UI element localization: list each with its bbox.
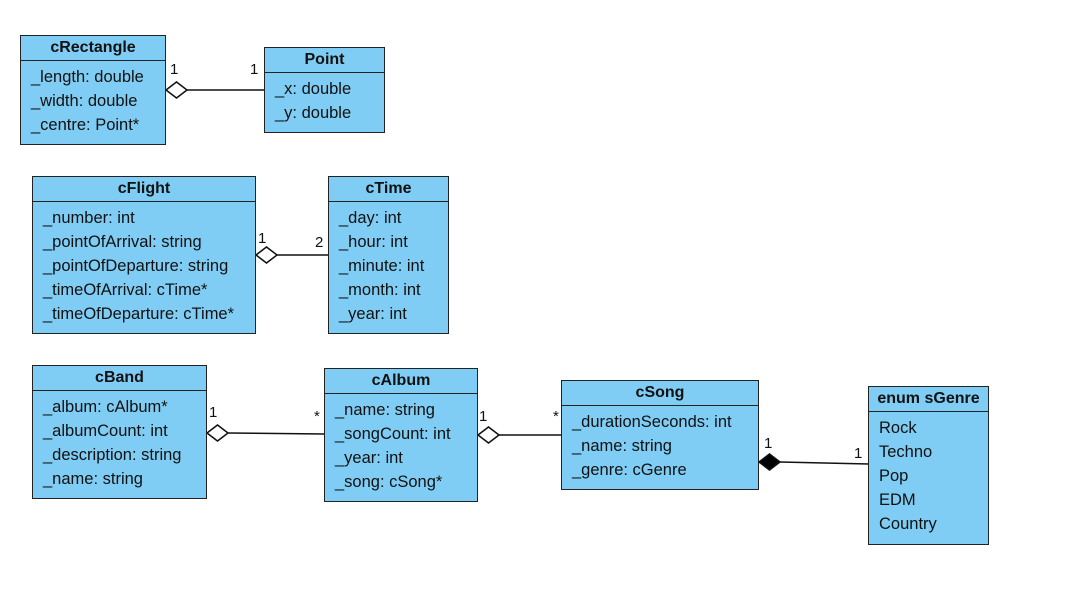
class-cflight[interactable]: cFlight _number: int _pointOfArrival: st…	[32, 176, 256, 334]
enum-value: Pop	[879, 467, 909, 485]
class-name: cFlight	[33, 177, 255, 202]
class-name: cTime	[329, 177, 448, 202]
association-line-cband-calbum[interactable]	[227, 432, 326, 435]
attribute: _hour: int	[339, 233, 408, 251]
attribute: _length: double	[31, 68, 144, 86]
attribute: _songCount: int	[335, 425, 451, 443]
attribute: _centre: Point*	[31, 116, 140, 134]
multiplicity-csong-many: *	[553, 408, 559, 425]
attribute: _name: string	[43, 470, 143, 488]
attribute: _albumCount: int	[43, 422, 168, 440]
multiplicity-point: 1	[250, 61, 258, 78]
aggregation-diamond-cflight	[254, 246, 279, 264]
multiplicity-cflight: 1	[258, 230, 266, 247]
attribute: _album: cAlbum*	[43, 398, 168, 416]
aggregation-diamond-calbum	[476, 426, 501, 444]
attribute-list: _album: cAlbum* _albumCount: int _descri…	[33, 391, 206, 491]
class-name: Point	[265, 48, 384, 73]
class-name: cBand	[33, 366, 206, 391]
multiplicity-cband: 1	[209, 404, 217, 421]
enum-value: Country	[879, 515, 937, 533]
attribute: _day: int	[339, 209, 402, 227]
class-csong[interactable]: cSong _durationSeconds: int _name: strin…	[561, 380, 759, 490]
multiplicity-csong: 1	[764, 435, 772, 452]
attribute: _width: double	[31, 92, 138, 110]
aggregation-diamond-crectangle	[164, 81, 189, 99]
attribute: _name: string	[572, 437, 672, 455]
enum-value: Techno	[879, 443, 933, 461]
attribute: _number: int	[43, 209, 135, 227]
attribute: _year: int	[339, 305, 407, 323]
class-name: cAlbum	[325, 369, 477, 394]
attribute-list: _day: int _hour: int _minute: int _month…	[329, 202, 448, 326]
class-cband[interactable]: cBand _album: cAlbum* _albumCount: int _…	[32, 365, 207, 499]
class-name: enum sGenre	[869, 387, 988, 412]
attribute: _x: double	[275, 80, 352, 98]
attribute: _pointOfDeparture: string	[43, 257, 229, 275]
attribute: _durationSeconds: int	[572, 413, 732, 431]
attribute-list: _x: double _y: double	[265, 73, 384, 125]
attribute: _minute: int	[339, 257, 425, 275]
attribute: _song: cSong*	[335, 473, 443, 491]
class-sgenre[interactable]: enum sGenre Rock Techno Pop EDM Country	[868, 386, 989, 545]
attribute: _genre: cGenre	[572, 461, 687, 479]
association-line-csong-sgenre[interactable]	[779, 461, 870, 465]
enum-value-list: Rock Techno Pop EDM Country	[869, 412, 988, 536]
enum-value: EDM	[879, 491, 916, 509]
attribute: _y: double	[275, 104, 352, 122]
class-point[interactable]: Point _x: double _y: double	[264, 47, 385, 133]
attribute-list: _name: string _songCount: int _year: int…	[325, 394, 477, 494]
attribute-list: _length: double _width: double _centre: …	[21, 61, 165, 137]
class-ctime[interactable]: cTime _day: int _hour: int _minute: int …	[328, 176, 449, 334]
attribute-list: _number: int _pointOfArrival: string _po…	[33, 202, 255, 326]
multiplicity-calbum: 1	[479, 408, 487, 425]
attribute: _timeOfArrival: cTime*	[43, 281, 208, 299]
attribute: _year: int	[335, 449, 403, 467]
attribute: _pointOfArrival: string	[43, 233, 202, 251]
attribute: _month: int	[339, 281, 421, 299]
class-calbum[interactable]: cAlbum _name: string _songCount: int _ye…	[324, 368, 478, 502]
multiplicity-crectangle: 1	[170, 61, 178, 78]
attribute-list: _durationSeconds: int _name: string _gen…	[562, 406, 758, 482]
class-crectangle[interactable]: cRectangle _length: double _width: doubl…	[20, 35, 166, 145]
multiplicity-calbum-many: *	[314, 408, 320, 425]
enum-value: Rock	[879, 419, 917, 437]
multiplicity-sgenre: 1	[854, 445, 862, 462]
class-name: cSong	[562, 381, 758, 406]
attribute: _timeOfDeparture: cTime*	[43, 305, 235, 323]
multiplicity-ctime: 2	[315, 234, 323, 251]
aggregation-diamond-cband	[205, 424, 230, 442]
attribute: _name: string	[335, 401, 435, 419]
class-name: cRectangle	[21, 36, 165, 61]
attribute: _description: string	[43, 446, 182, 464]
composition-diamond-csong	[757, 453, 782, 471]
